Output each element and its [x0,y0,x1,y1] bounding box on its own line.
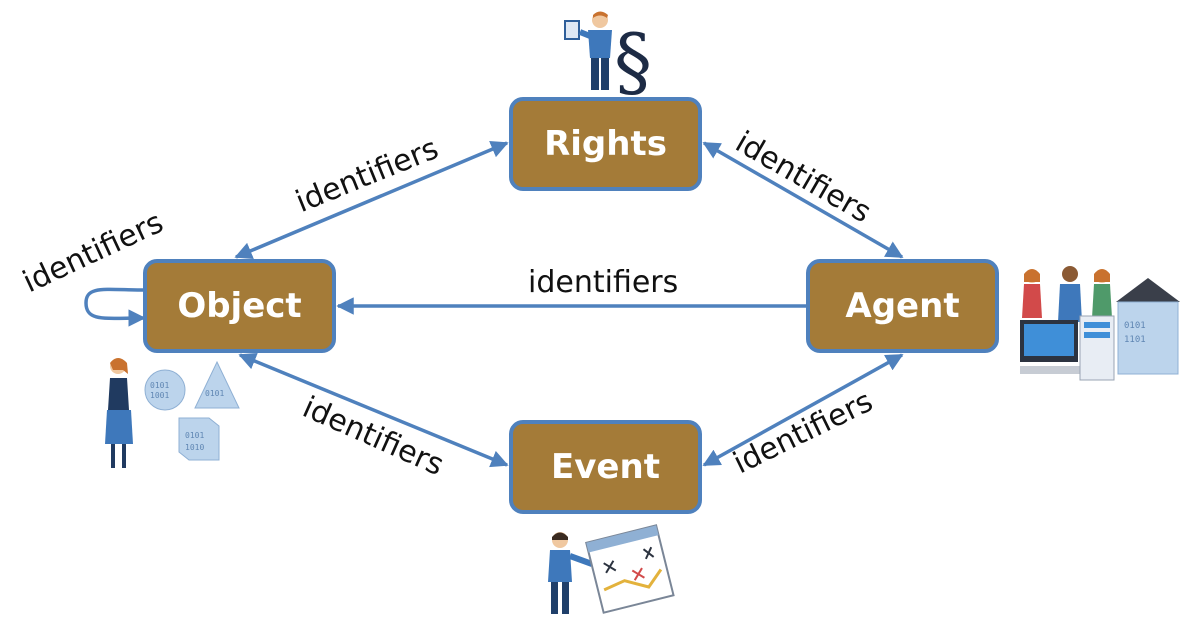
arrow-object-event [238,352,509,468]
arrow-object-self-loop [84,287,147,327]
rights-node: Rights [509,97,702,191]
person-with-data-shapes-icon: 0101 1001 0101 0101 1010 [105,358,240,468]
people-computer-server-icon: 0101 1101 [1020,266,1180,381]
svg-text:0101: 0101 [150,381,169,390]
person-with-calendar-icon [548,524,675,614]
object-node: Object [143,259,336,353]
edge-label-agent-object: identifiers [528,265,679,300]
svg-text:1010: 1010 [185,443,204,452]
arrow-rights-agent [702,141,904,259]
event-node: Event [509,420,702,514]
svg-text:§: § [614,17,652,96]
svg-text:0101: 0101 [1124,321,1146,331]
svg-text:0101: 0101 [205,389,224,398]
agent-node: Agent [806,259,999,353]
person-reading-law-book-icon: § [564,11,652,96]
svg-text:1101: 1101 [1124,335,1146,345]
svg-text:1001: 1001 [150,391,169,400]
arrow-object-rights [234,141,509,259]
svg-text:0101: 0101 [185,431,204,440]
arrow-agent-event [702,353,904,467]
